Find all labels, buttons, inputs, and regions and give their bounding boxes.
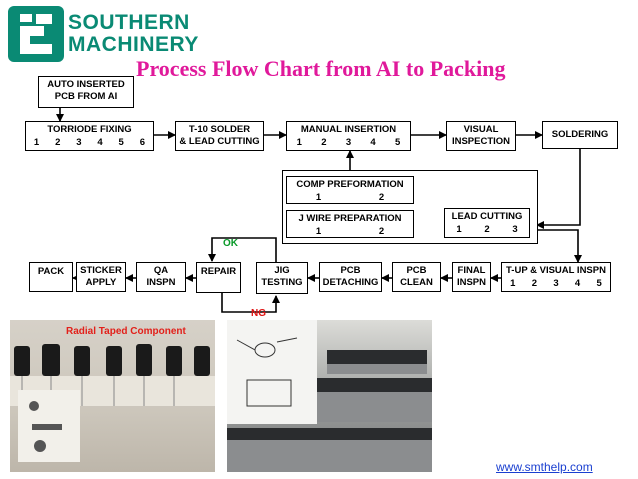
assembly-line-icon [227,320,432,472]
brand-line-2: MACHINERY [68,33,199,56]
flow-connectors [56,108,582,313]
company-logo-icon [8,6,64,62]
node-jig-testing: JIG TESTING [256,262,308,294]
node-sticker-apply: STICKER APPLY [76,262,126,292]
node-repair: REPAIR [196,262,241,293]
edge-label-ng: NG [251,308,266,319]
photo-production-line [227,320,432,472]
node-visual-inspection: VISUAL INSPECTION [446,121,516,151]
node-soldering: SOLDERING [542,121,618,149]
node-pcb-detaching: PCB DETACHING [319,262,382,292]
node-qa-inspn: QA INSPN [136,262,186,292]
footer-url-link[interactable]: www.smthelp.com [496,460,593,474]
node-pcb-clean: PCB CLEAN [392,262,441,292]
node-auto-inserted: AUTO INSERTED PCB FROM AI [38,76,134,108]
photo-caption: Radial Taped Component [66,326,186,337]
page-title: Process Flow Chart from AI to Packing [136,56,506,81]
photo-radial-taped-component: Radial Taped Component [10,320,215,472]
node-t10-solder: T-10 SOLDER & LEAD CUTTING [175,121,264,151]
node-pack: PACK [29,262,73,292]
node-final-inspn: FINAL INSPN [452,262,491,292]
capacitor-row-icon [10,344,215,462]
edge-label-ok: OK [223,238,238,249]
brand-line-1: SOUTHERN [68,11,190,34]
